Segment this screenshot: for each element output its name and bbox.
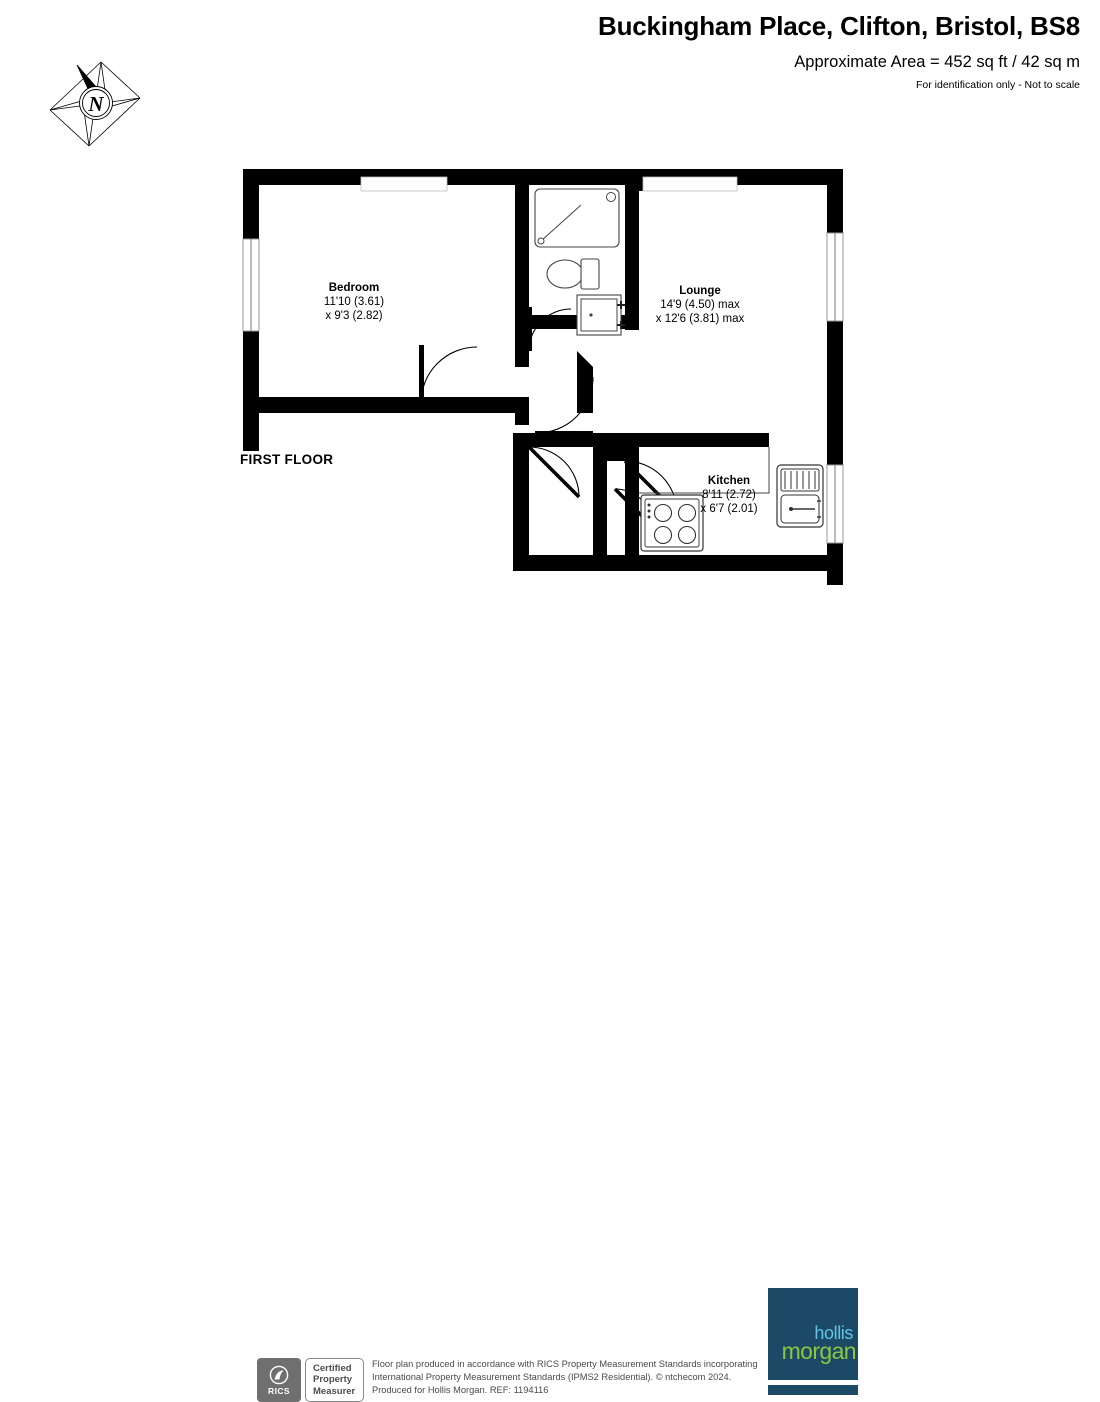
- rics-certification: Certified Property Measurer: [305, 1358, 365, 1402]
- wash-basin: [576, 294, 625, 336]
- rics-cert-line-1: Certified: [313, 1362, 352, 1374]
- hollis-morgan-logo: hollis morgan: [768, 1288, 858, 1395]
- window-lounge-right: [826, 232, 844, 322]
- legal-line-2: International Property Measurement Stand…: [372, 1372, 732, 1383]
- legal-text: Floor plan produced in accordance with R…: [372, 1358, 772, 1398]
- compass-rose: N: [44, 56, 146, 152]
- room-name-bedroom: Bedroom: [329, 282, 379, 294]
- door-lounge: [535, 376, 594, 436]
- door-bedroom: [419, 345, 478, 404]
- door-bathroom: [527, 307, 572, 352]
- rics-logo-icon: RICS: [257, 1358, 301, 1402]
- legal-line-1: Floor plan produced in accordance with R…: [372, 1359, 758, 1369]
- room-dim1-lounge: 14'9 (4.50) max: [660, 299, 740, 311]
- kitchen-fixtures: [639, 447, 824, 552]
- floor-level-label: FIRST FLOOR: [240, 452, 334, 467]
- window-bedroom-left: [242, 238, 260, 332]
- room-label-kitchen: Kitchen 8'11 (2.72) x 6'7 (2.01): [700, 475, 757, 515]
- room-dim1-kitchen: 8'11 (2.72): [702, 489, 756, 501]
- room-dim2-lounge: x 12'6 (3.81) max: [656, 313, 745, 325]
- room-label-lounge: Lounge 14'9 (4.50) max x 12'6 (3.81) max: [656, 285, 745, 325]
- approximate-area: Approximate Area = 452 sq ft / 42 sq m: [794, 52, 1080, 71]
- svg-text:N: N: [87, 92, 104, 116]
- window-kitchen-right: [826, 464, 844, 544]
- footer: RICS Certified Property Measurer Floor p…: [0, 640, 1100, 1402]
- compass-icon: N: [49, 61, 141, 147]
- room-dim2-bedroom: x 9'3 (2.82): [325, 310, 382, 322]
- rics-cert-line-2: Property: [313, 1374, 353, 1386]
- kitchen-hob: [640, 494, 704, 552]
- windows: [242, 176, 844, 544]
- floor-plan-svg: Bedroom 11'10 (3.61) x 9'3 (2.82) Lounge…: [242, 169, 844, 585]
- door-hall-cupboard-1: [527, 445, 581, 499]
- shower-tray: [534, 188, 620, 248]
- logo-text-morgan: morgan: [781, 1338, 857, 1364]
- rics-emblem-icon: [269, 1365, 289, 1384]
- room-labels: Bedroom 11'10 (3.61) x 9'3 (2.82) Lounge…: [324, 282, 758, 515]
- bathroom-fixtures: [534, 188, 625, 336]
- room-label-bedroom: Bedroom 11'10 (3.61) x 9'3 (2.82): [324, 282, 384, 322]
- legal-line-3: Produced for Hollis Morgan. REF: 1194116: [372, 1385, 549, 1396]
- rics-badge: RICS Certified Property Measurer: [257, 1358, 365, 1402]
- header: Buckingham Place, Clifton, Bristol, BS8 …: [598, 12, 1080, 91]
- toilet: [546, 258, 600, 290]
- room-dim2-kitchen: x 6'7 (2.01): [700, 503, 757, 515]
- rics-cert-line-3: Measurer: [313, 1385, 356, 1397]
- window-bedroom-bay: [360, 176, 448, 192]
- rics-mark-text: RICS: [268, 1385, 290, 1396]
- page-title: Buckingham Place, Clifton, Bristol, BS8: [598, 11, 1080, 41]
- floor-plan: Bedroom 11'10 (3.61) x 9'3 (2.82) Lounge…: [225, 155, 865, 605]
- logo-bar: [768, 1385, 858, 1395]
- floorplan-page: Buckingham Place, Clifton, Bristol, BS8 …: [0, 12, 1100, 1402]
- kitchen-sink: [776, 464, 824, 528]
- disclaimer-note: For identification only - Not to scale: [916, 78, 1080, 91]
- kitchen-worktop: [639, 447, 770, 494]
- window-lounge-top: [642, 176, 738, 192]
- room-name-kitchen: Kitchen: [708, 475, 750, 487]
- room-name-lounge: Lounge: [679, 285, 721, 297]
- room-dim1-bedroom: 11'10 (3.61): [324, 296, 384, 308]
